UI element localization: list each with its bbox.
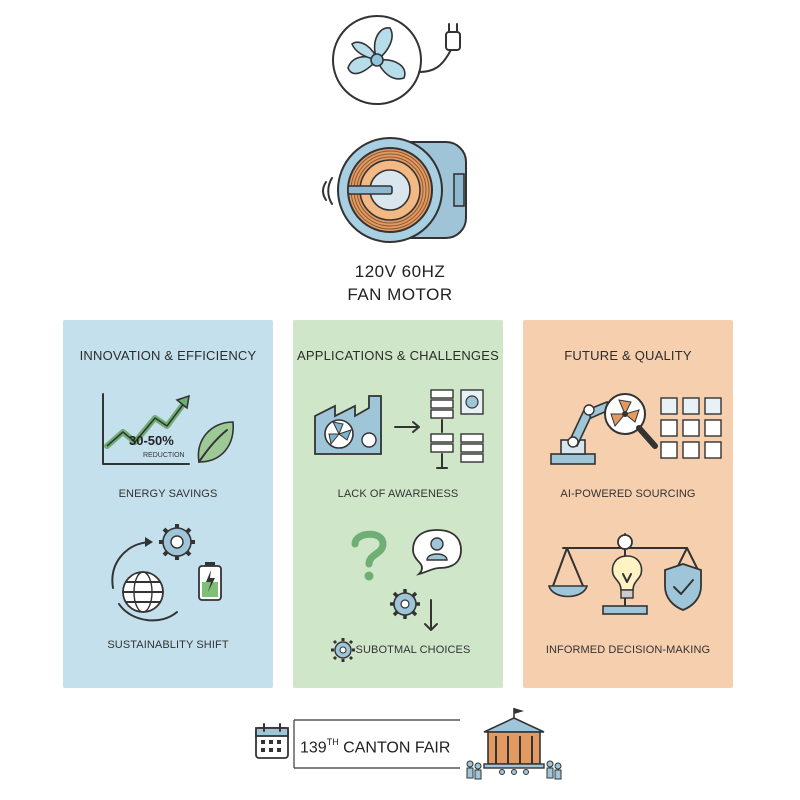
globe-icon xyxy=(122,571,164,613)
label-sustainability: SUSTAINABLITY SHIFT xyxy=(107,639,229,651)
person-speech-bubble-icon xyxy=(412,529,462,576)
fan-plug-icon xyxy=(332,15,461,105)
fair-suffix: TH xyxy=(326,737,339,747)
motor-icon xyxy=(322,137,467,243)
fair-name: CANTON FAIR xyxy=(343,739,451,757)
sustainability-icons xyxy=(111,524,222,622)
calendar-icon xyxy=(255,723,289,759)
leaf-icon xyxy=(197,421,234,463)
balance-scale-icon xyxy=(547,533,702,615)
label-suboptimal: SUBOTMAL CHOICES xyxy=(355,644,471,656)
gear-down-arrow-icon xyxy=(390,589,438,631)
footer-bracket xyxy=(293,719,460,769)
panel-future: FUTURE & QUALITY AI-POWERED SOURCING xyxy=(523,320,733,688)
fair-number: 139 xyxy=(300,739,327,757)
magnifier-fan-icon xyxy=(604,393,658,449)
stat-value: 30-50% xyxy=(129,433,174,448)
panel-heading: FUTURE & QUALITY xyxy=(564,348,692,363)
label-informed-decisions: INFORMED DECISION-MAKING xyxy=(545,644,711,656)
battery-icon xyxy=(198,562,222,601)
gear-icon xyxy=(331,638,355,662)
server-rack-icon xyxy=(430,389,484,469)
factory-fan-icon xyxy=(314,395,382,455)
shield-check-icon xyxy=(664,563,702,611)
question-mark-icon xyxy=(351,530,387,581)
title-line-1: 120V 60HZ xyxy=(354,262,446,281)
stat-caption: REDUCTION xyxy=(143,452,185,459)
growth-chart-icon xyxy=(102,393,190,465)
canton-fair-label: 139TH CANTON FAIR xyxy=(300,737,451,757)
grid-icon xyxy=(660,397,722,459)
title-line-2: FAN MOTOR xyxy=(347,285,453,304)
panel-applications: APPLICATIONS & CHALLENGES LACK OF AWAREN… xyxy=(293,320,503,688)
lightbulb-icon xyxy=(611,555,643,599)
label-lack-awareness: LACK OF AWARENESS xyxy=(337,488,459,500)
robot-arm-icon xyxy=(550,400,610,465)
exhibition-hall-icon xyxy=(466,708,562,780)
panel-innovation: INNOVATION & EFFICIENCY 30-50% REDUCTION… xyxy=(63,320,273,688)
gear-icon xyxy=(159,524,195,560)
panel-heading: APPLICATIONS & CHALLENGES xyxy=(297,348,499,363)
label-energy-savings: ENERGY SAVINGS xyxy=(118,488,218,500)
label-ai-sourcing: AI-POWERED SOURCING xyxy=(560,488,696,500)
panel-heading: INNOVATION & EFFICIENCY xyxy=(79,348,257,363)
arrow-right-icon xyxy=(394,421,420,433)
